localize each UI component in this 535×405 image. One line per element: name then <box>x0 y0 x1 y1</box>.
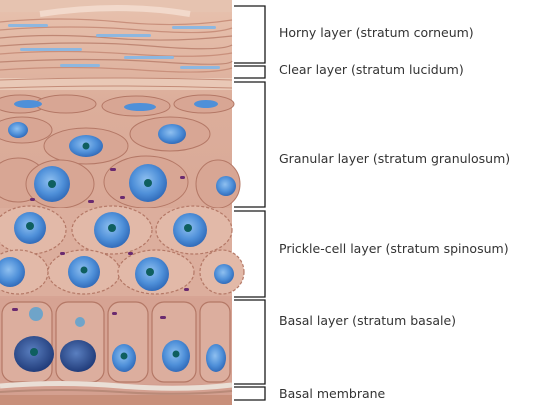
basal-layer-region <box>0 298 232 384</box>
label-clear-layer: Clear layer (stratum lucidum) <box>279 62 464 77</box>
label-prickle-cell-layer: Prickle-cell layer (stratum spinosum) <box>279 241 509 256</box>
clear-layer-region <box>0 77 233 90</box>
bracket-basal-layer <box>234 299 266 385</box>
prickle-cell-layer-region <box>0 205 245 296</box>
label-basal-layer: Basal layer (stratum basale) <box>279 313 457 328</box>
granular-layer-region <box>0 94 241 209</box>
basal-membrane-region <box>0 381 233 405</box>
horny-layer-region <box>0 0 233 73</box>
label-horny-layer: Horny layer (stratum corneum) <box>279 25 474 40</box>
label-basal-membrane: Basal membrane <box>279 386 386 401</box>
bracket-prickle-cell-layer <box>234 210 266 298</box>
bracket-clear-layer <box>234 65 266 79</box>
bracket-granular-layer <box>234 81 266 208</box>
bracket-basal-membrane <box>234 386 266 401</box>
label-granular-layer: Granular layer (stratum granulosum) <box>279 151 511 166</box>
bracket-horny-layer <box>234 5 266 64</box>
